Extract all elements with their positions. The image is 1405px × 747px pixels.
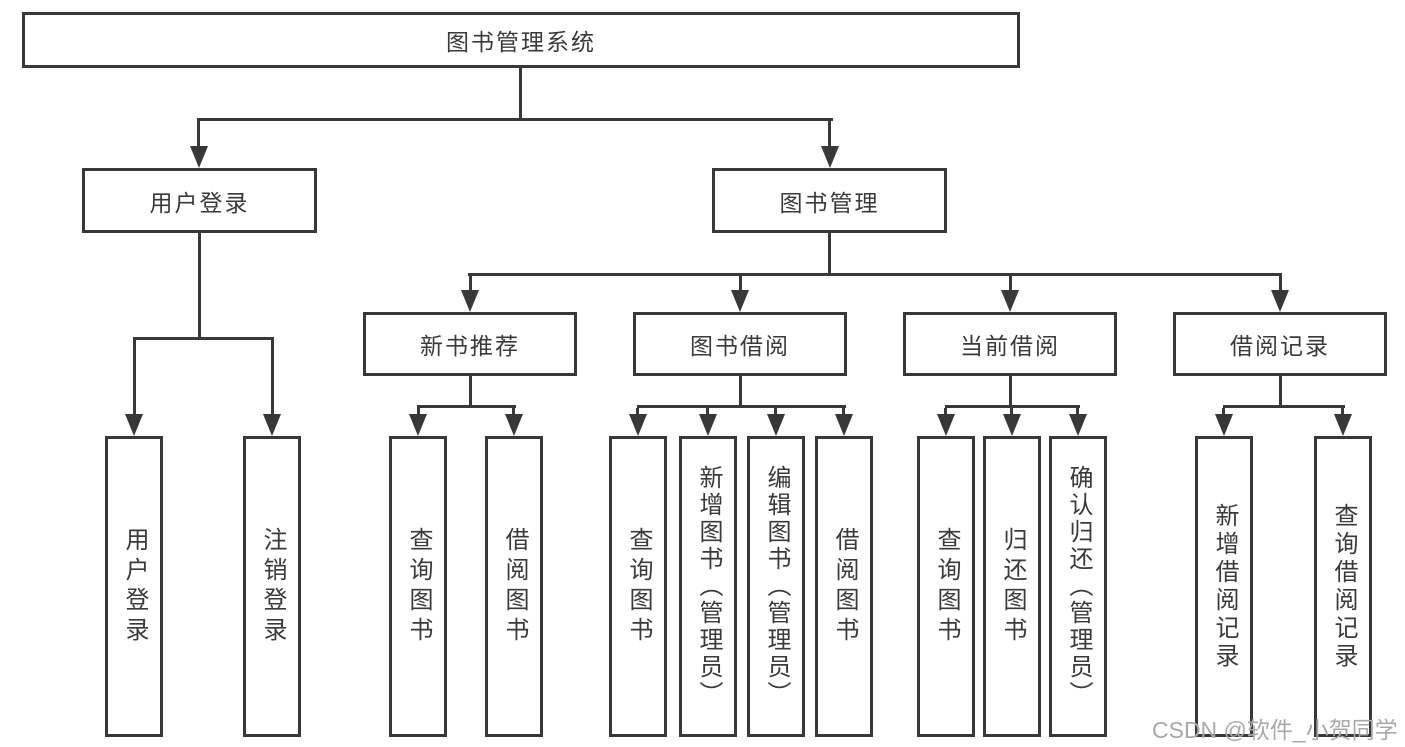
- connector-line: [469, 276, 472, 292]
- arrow-down-icon: [1001, 290, 1019, 312]
- connector-line: [417, 408, 420, 416]
- connector-line: [1076, 408, 1079, 416]
- node-borrow-record-label: 借阅记录: [1230, 333, 1330, 359]
- leaf-logout: 注销登录: [243, 436, 301, 737]
- watermark: CSDN @软件_小贺同学: [1152, 717, 1398, 743]
- connector-line: [1222, 408, 1225, 416]
- connector-line: [417, 405, 516, 408]
- arrow-down-icon: [1003, 414, 1021, 436]
- connector-line: [512, 408, 515, 416]
- node-root: 图书管理系统: [22, 12, 1020, 68]
- connector-line: [944, 408, 947, 416]
- leaf-query-books-borrow: 查询图书: [609, 436, 667, 737]
- connector-line: [197, 118, 833, 121]
- leaf-confirm-return-admin-label: 确认归还（管理员）: [1065, 465, 1092, 708]
- connector-line: [842, 408, 845, 416]
- arrow-down-icon: [263, 414, 281, 436]
- leaf-query-books-recommend-label: 查询图书: [405, 526, 432, 647]
- connector-line: [198, 233, 201, 340]
- arrow-down-icon: [629, 414, 647, 436]
- leaf-logout-label: 注销登录: [259, 526, 286, 647]
- leaf-query-books-borrow-label: 查询图书: [625, 526, 652, 647]
- leaf-confirm-return-admin: 确认归还（管理员）: [1049, 436, 1107, 737]
- connector-line: [1279, 376, 1282, 408]
- arrow-down-icon: [835, 414, 853, 436]
- arrow-down-icon: [1271, 290, 1289, 312]
- connector-line: [739, 276, 742, 292]
- leaf-user-login-label: 用户登录: [121, 526, 148, 647]
- node-new-book-recommend-label: 新书推荐: [420, 333, 520, 359]
- arrow-down-icon: [190, 146, 208, 168]
- leaf-query-books-current-label: 查询图书: [933, 526, 960, 647]
- connector-line: [468, 273, 1282, 276]
- arrow-down-icon: [937, 414, 955, 436]
- leaf-query-borrow-record: 查询借阅记录: [1314, 436, 1372, 737]
- node-book-management-label: 图书管理: [779, 189, 880, 216]
- connector-line: [1341, 408, 1344, 416]
- node-book-management: 图书管理: [712, 168, 947, 233]
- arrow-down-icon: [1069, 414, 1087, 436]
- node-user-login-label: 用户登录: [149, 189, 250, 216]
- node-current-borrow-label: 当前借阅: [960, 333, 1060, 359]
- arrow-down-icon: [731, 290, 749, 312]
- connector-line: [271, 340, 274, 416]
- connector-line: [828, 121, 831, 148]
- arrow-down-icon: [505, 414, 523, 436]
- arrow-down-icon: [821, 146, 839, 168]
- leaf-edit-books-admin-label: 编辑图书（管理员）: [763, 465, 790, 708]
- connector-line: [636, 408, 639, 416]
- leaf-borrow-books-label: 借阅图书: [831, 526, 858, 647]
- node-new-book-recommend: 新书推荐: [363, 312, 577, 376]
- arrow-down-icon: [767, 414, 785, 436]
- arrow-down-icon: [461, 290, 479, 312]
- node-user-login: 用户登录: [82, 168, 317, 233]
- leaf-query-books-current: 查询图书: [917, 436, 975, 737]
- connector-line: [774, 408, 777, 416]
- connector-line: [1010, 408, 1013, 416]
- leaf-add-borrow-record-label: 新增借阅记录: [1211, 502, 1238, 671]
- leaf-query-borrow-record-label: 查询借阅记录: [1330, 502, 1357, 671]
- leaf-borrow-books: 借阅图书: [815, 436, 873, 737]
- leaf-add-books-admin: 新增图书（管理员）: [679, 436, 737, 737]
- connector-line: [1009, 376, 1012, 408]
- arrow-down-icon: [1334, 414, 1352, 436]
- leaf-add-books-admin-label: 新增图书（管理员）: [695, 465, 722, 708]
- connector-line: [197, 121, 200, 148]
- leaf-borrow-books-recommend-label: 借阅图书: [501, 526, 528, 647]
- connector-line: [637, 405, 846, 408]
- connector-line: [133, 337, 274, 340]
- leaf-borrow-books-recommend: 借阅图书: [485, 436, 543, 737]
- connector-line: [1223, 405, 1345, 408]
- connector-line: [133, 340, 136, 416]
- leaf-add-borrow-record: 新增借阅记录: [1195, 436, 1253, 737]
- leaf-query-books-recommend: 查询图书: [389, 436, 447, 737]
- connector-line: [706, 408, 709, 416]
- connector-line: [828, 233, 831, 276]
- arrow-down-icon: [125, 414, 143, 436]
- leaf-return-books: 归还图书: [983, 436, 1041, 737]
- connector-line: [945, 405, 1080, 408]
- leaf-return-books-label: 归还图书: [999, 526, 1026, 647]
- node-current-borrow: 当前借阅: [903, 312, 1117, 376]
- leaf-edit-books-admin: 编辑图书（管理员）: [747, 436, 805, 737]
- connector-line: [739, 376, 742, 408]
- connector-line: [1279, 276, 1282, 292]
- arrow-down-icon: [1215, 414, 1233, 436]
- node-book-borrow-label: 图书借阅: [690, 333, 790, 359]
- arrow-down-icon: [699, 414, 717, 436]
- connector-line: [1009, 276, 1012, 292]
- arrow-down-icon: [409, 414, 427, 436]
- node-borrow-record: 借阅记录: [1173, 312, 1387, 376]
- node-root-label: 图书管理系统: [446, 29, 596, 55]
- node-book-borrow: 图书借阅: [633, 312, 847, 376]
- leaf-user-login: 用户登录: [105, 436, 163, 737]
- connector-line: [519, 68, 522, 121]
- connector-line: [469, 376, 472, 408]
